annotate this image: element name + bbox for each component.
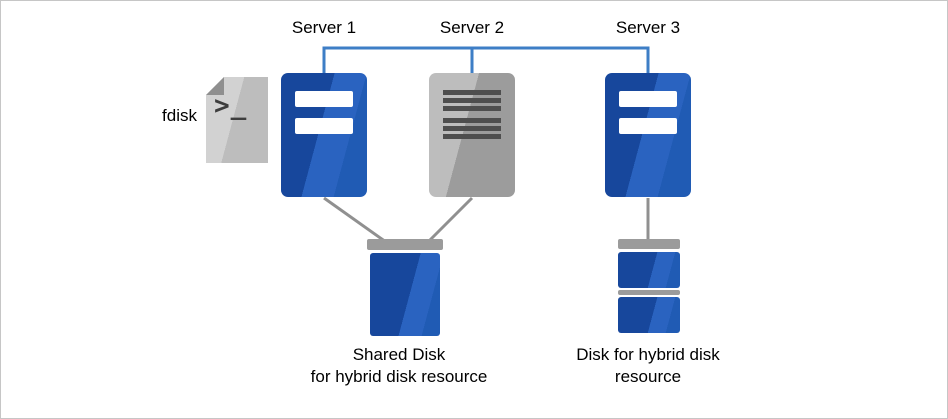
hybrid-disk-caption-line-1: Disk for hybrid disk	[576, 345, 720, 364]
shared-disk-cap	[367, 239, 443, 250]
shared-disk-caption-line-2: for hybrid disk resource	[310, 367, 488, 386]
shared-disk-caption-line-1: Shared Disk	[352, 345, 446, 364]
hybrid-disk-divider	[618, 290, 680, 295]
disk-connector-gray	[323, 196, 650, 244]
server-slot	[295, 118, 353, 134]
network-connector-blue	[322, 46, 650, 73]
server-slot	[295, 91, 353, 107]
hybrid-disk-caption-line-2: resource	[614, 367, 682, 386]
server-1-icon	[281, 73, 367, 197]
fdisk-label: fdisk	[162, 106, 197, 125]
server-3-icon	[605, 73, 691, 197]
hybrid-disk-cap	[618, 239, 680, 249]
hybrid-disk-unit-2	[618, 297, 680, 333]
shared-disk-caption: Shared Disk for hybrid disk resource	[289, 344, 509, 388]
server-vent-stripes	[443, 90, 501, 111]
server-slot	[619, 118, 677, 134]
fdisk-terminal-document-icon: >_	[206, 77, 268, 163]
server-2-icon	[429, 73, 515, 197]
terminal-prompt-glyph: >_	[214, 91, 248, 121]
server-1-label: Server 1	[291, 18, 357, 37]
server-slot	[619, 91, 677, 107]
server-2-label: Server 2	[439, 18, 505, 37]
hybrid-disk-unit-1	[618, 252, 680, 288]
server-3-label: Server 3	[615, 18, 681, 37]
hybrid-disk-caption: Disk for hybrid disk resource	[538, 344, 758, 388]
server-vent-stripes	[443, 118, 501, 139]
shared-disk-icon	[370, 253, 440, 336]
